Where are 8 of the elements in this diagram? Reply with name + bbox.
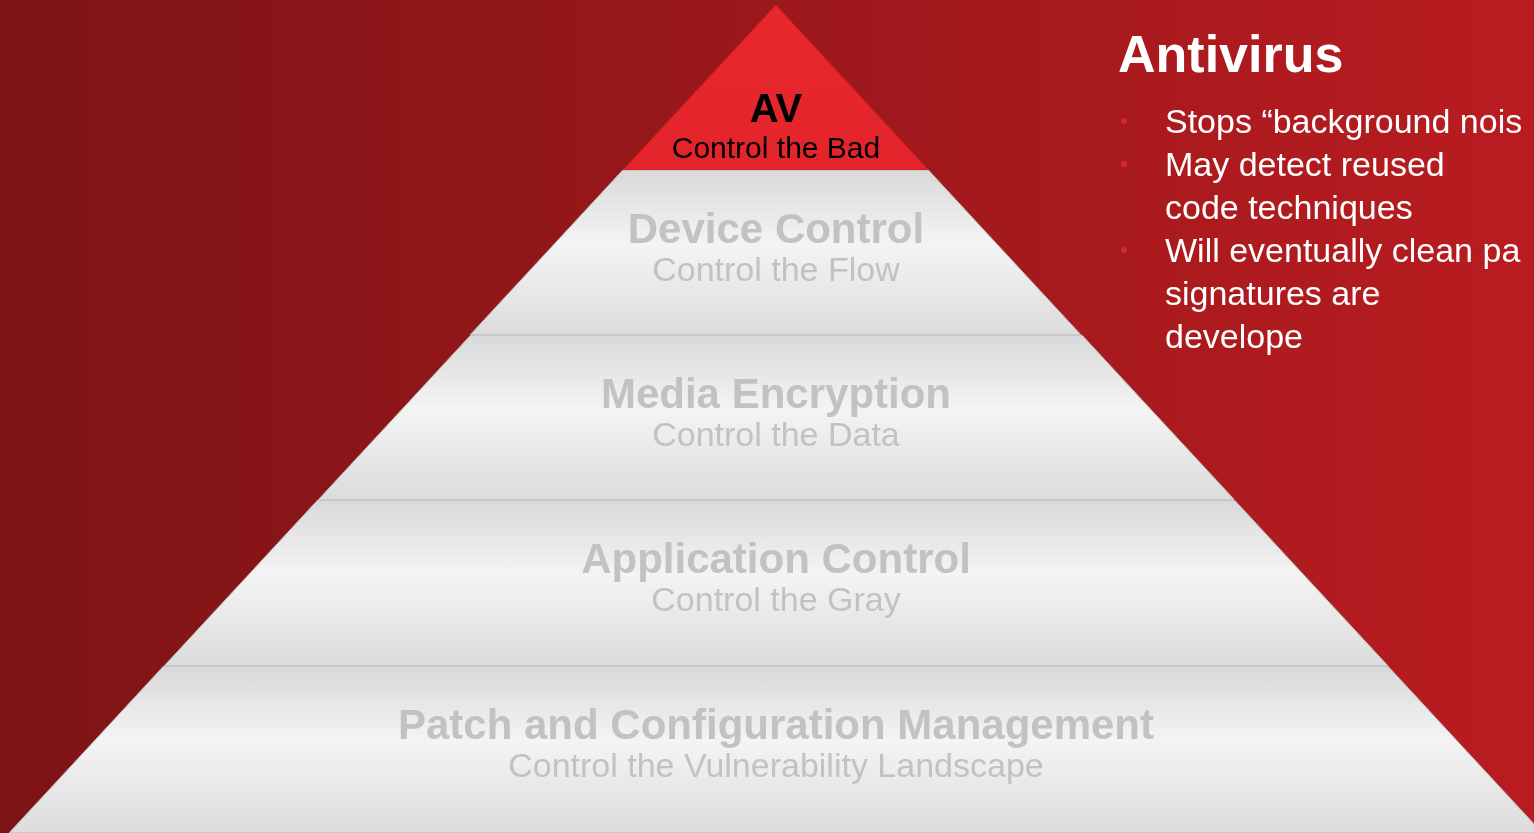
pyramid-tier: [9, 666, 1534, 833]
pyramid-tier: [163, 500, 1389, 666]
bullet-text: May detect reused code techniques: [1165, 145, 1445, 226]
tier-subtitle: Control the Bad: [671, 130, 881, 166]
bullet-text: Stops “background nois: [1165, 102, 1523, 140]
tier-heading: AV: [749, 87, 803, 129]
bullet-text: Will eventually clean pa signatures are develope: [1165, 231, 1521, 355]
slide-title: Antivirus: [1118, 24, 1344, 84]
